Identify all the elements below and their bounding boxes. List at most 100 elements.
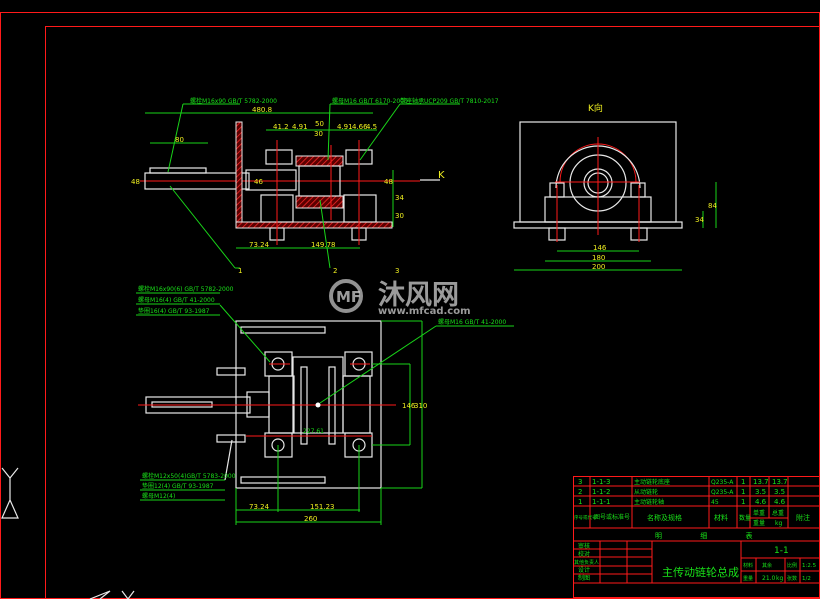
dimension-label: 比例	[787, 562, 797, 569]
dimension-label: 4.6	[774, 498, 786, 506]
dimension-label: 其余	[762, 562, 772, 569]
dimension-label: 48	[384, 178, 393, 186]
dimension-label: 垫圈16(4) GB/T 93-1987	[138, 307, 210, 315]
dimension-label: kg	[775, 520, 782, 527]
dimension-label: 480.8	[252, 106, 272, 114]
note-nut: 螺母M16 GB/T 6170-2000	[332, 97, 408, 105]
dimension-label: 审核	[578, 542, 590, 550]
dimension-label: 45	[711, 499, 719, 506]
dimension-label: 数量	[739, 514, 751, 522]
dimension-label: 260	[304, 515, 317, 523]
dimension-label: 1	[741, 478, 745, 486]
dimension-label: 张数	[787, 575, 797, 582]
dimension-label: 1-1-2	[592, 488, 610, 496]
dimension-label: 重量	[743, 575, 753, 582]
dimension-label: 主动链轮底座	[634, 478, 670, 486]
dimension-label: 34	[395, 194, 404, 202]
dimension-label: 73.24	[249, 503, 270, 511]
dimension-label: 序号或代号	[574, 514, 597, 521]
dimension-label: 227.61	[303, 428, 324, 435]
dimension-label: 重量	[753, 519, 765, 527]
plan-view: 73.24 151.23 260 146 310 227.61 螺栓M16x90…	[136, 285, 514, 525]
dimension-label: 螺母M12(4)	[142, 492, 175, 500]
dimension-label: 1:2.5	[802, 563, 817, 569]
dimension-label: 名称及规格	[647, 513, 682, 522]
dimension-label: 34	[695, 216, 704, 224]
sprocket-left	[235, 121, 243, 223]
dimension-label: 30	[395, 212, 404, 220]
watermark: MF 沐风网 www.mfcad.com	[329, 279, 471, 317]
dimension-label: 149.78	[311, 241, 336, 249]
drawing-number: 1-1	[774, 546, 789, 556]
dimension-label: 41.2	[273, 123, 289, 131]
dimension-label: 151.23	[310, 503, 335, 511]
dimension-label: Q235-A	[711, 479, 734, 486]
dimension-label: 1	[741, 498, 745, 506]
dimension-label: 沐风网	[378, 280, 459, 311]
dimension-label: 84	[708, 202, 717, 210]
dimension-label: 13.7	[772, 478, 788, 486]
dimension-label: 4.5	[366, 123, 377, 131]
dimension-label: 1-1-3	[592, 478, 610, 486]
dimension-label: 图号或标准号	[594, 513, 630, 521]
dimension-label: Q235-A	[711, 489, 734, 496]
parts-header: 序号或代号 图号或标准号 名称及规格 材料 数量 单重 总重 重量 kg 附注	[574, 509, 810, 527]
dimension-label: 附注	[796, 513, 810, 522]
dimension-label: 1/2	[802, 576, 811, 582]
dimension-label: 310	[414, 402, 427, 410]
watermark-logo: MF	[336, 288, 361, 306]
parts-row-1: 1 1-1-1 主动链轮轴 45 1 4.6 4.6	[578, 498, 786, 506]
dimension-label: 总重	[772, 509, 784, 517]
dimension-label: 200	[592, 263, 605, 271]
parts-row-2: 2 1-1-2 从动链轮 Q235-A 1 3.5 3.5	[578, 488, 785, 496]
dimension-label: 48	[131, 178, 140, 186]
title-block: 3 1-1-3 主动链轮底座 Q235-A 1 13.7 13.7 2 1-1-…	[573, 476, 820, 598]
balloon-1: 1	[238, 267, 242, 275]
dimension-label: 校对	[578, 550, 590, 558]
dimension-label: 1	[578, 498, 582, 506]
dimension-label: 4.6	[755, 498, 767, 506]
dimension-label: 主动链轮轴	[634, 498, 664, 506]
parts-row-3: 3 1-1-3 主动链轮底座 Q235-A 1 13.7 13.7	[578, 478, 788, 486]
dimension-label: 80	[175, 136, 184, 144]
dimension-label: 4.91	[292, 123, 308, 131]
dimension-label: www.mfcad.com	[378, 306, 471, 317]
dimension-label: 螺母M16(4) GB/T 41-2000	[138, 296, 215, 304]
dimension-label: 其他负责人	[574, 559, 599, 566]
dimension-label: 3.5	[774, 488, 785, 496]
dimension-label: 30	[314, 130, 323, 138]
balloon-2: 2	[333, 267, 337, 275]
dimension-label: 从动链轮	[634, 488, 658, 496]
base-plate	[235, 221, 393, 229]
dimension-label: 螺栓M16x90(6) GB/T 5782-2000	[138, 285, 234, 293]
dimension-label: 设计	[578, 566, 590, 574]
dimension-label: K向	[588, 102, 603, 114]
dimension-label: 4.91	[337, 123, 353, 131]
dimension-label: 46	[254, 178, 263, 186]
dimension-label: 单重	[753, 509, 765, 517]
dimension-label: 3.5	[755, 488, 766, 496]
dimension-label: 13.7	[753, 478, 769, 486]
dimension-label: 73.24	[249, 241, 270, 249]
dimension-label: 1	[741, 488, 745, 496]
dimension-label: 180	[592, 254, 605, 262]
dimension-label: kg	[776, 575, 783, 582]
dimension-label: 146	[593, 244, 607, 252]
dimension-label: 制图	[578, 574, 590, 582]
dimension-label: 1-1-1	[592, 498, 610, 506]
dimension-label: 螺栓M12x50(4)GB/T 5783-2000	[142, 472, 236, 480]
dimension-label: 4.66	[352, 123, 368, 131]
list-title: 明 细 表	[655, 531, 770, 540]
dimension-label: 3	[578, 478, 582, 486]
dimension-label: 螺母M16 GB/T 41-2000	[438, 318, 506, 326]
dimension-label: 50	[315, 120, 324, 128]
note-bolt: 螺栓M16x90 GB/T 5782-2000	[190, 97, 277, 105]
balloon-3: 3	[395, 267, 399, 275]
drawing-title: 主传动链轮总成	[662, 565, 739, 579]
dimension-label: 2	[578, 488, 582, 496]
dimension-label: 材料	[714, 513, 728, 522]
dimension-label: 21.0	[762, 575, 776, 582]
dimension-label: 146	[402, 402, 416, 410]
note-bearing: 带座轴承UCP209 GB/T 7810-2017	[400, 97, 499, 105]
